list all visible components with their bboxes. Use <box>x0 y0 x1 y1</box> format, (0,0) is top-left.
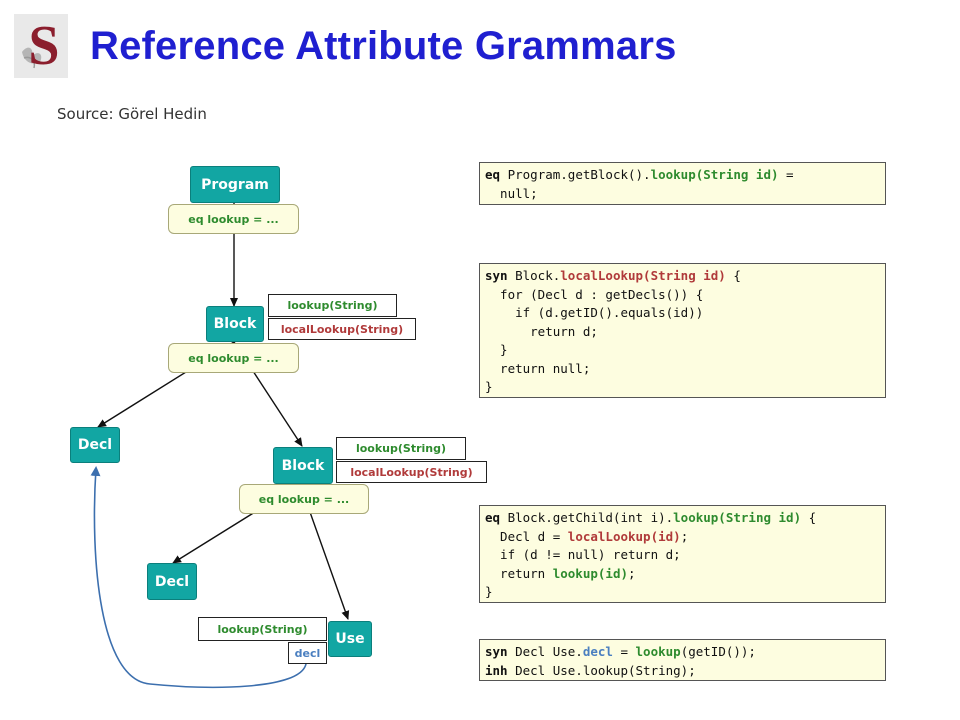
code-box-block-locallookup: syn Block.localLookup(String id) { for (… <box>479 263 886 398</box>
code-line: syn Decl Use.decl = lookup(getID()); <box>485 644 756 659</box>
code-line: } <box>485 342 508 357</box>
code-line: eq Block.getChild(int i).lookup(String i… <box>485 510 817 525</box>
use-lookup-attr: lookup(String) <box>198 617 327 641</box>
code-line: null; <box>485 185 538 201</box>
code-box-block-getchild: eq Block.getChild(int i).lookup(String i… <box>479 505 886 603</box>
code-line: return null; <box>485 360 591 376</box>
block2-lookup-attr: lookup(String) <box>336 437 466 460</box>
decl1-node: Decl <box>70 427 120 463</box>
code-line: eq Program.getBlock().lookup(String id) … <box>485 167 794 182</box>
code-line: if (d != null) return d; <box>485 547 681 562</box>
decl2-node: Decl <box>147 563 197 600</box>
decl-reference-arrow <box>90 466 307 689</box>
block2-node: Block <box>273 447 333 484</box>
use-node: Use <box>328 621 372 657</box>
source-credit: Source: Görel Hedin <box>57 105 207 123</box>
code-box-program-lookup: eq Program.getBlock().lookup(String id) … <box>479 162 886 205</box>
code-line: } <box>485 379 493 394</box>
code-line: syn Block.localLookup(String id) { <box>485 268 741 283</box>
block2-locallookup-attr: localLookup(String) <box>336 461 487 483</box>
code-line: } <box>485 584 493 599</box>
program-equation: eq lookup = ... <box>168 204 299 234</box>
code-line: return d; <box>485 323 598 339</box>
logo-letter: S <box>28 15 59 77</box>
code-line: return lookup(id); <box>485 565 636 581</box>
code-line: Decl d = localLookup(id); <box>485 528 689 544</box>
code-line: if (d.getID().equals(id)) <box>485 305 704 320</box>
block2-equation: eq lookup = ... <box>239 484 369 514</box>
use-decl-attr: decl <box>288 642 327 664</box>
code-box-use-decl: syn Decl Use.decl = lookup(getID()); inh … <box>479 639 886 681</box>
code-line: for (Decl d : getDecls()) { <box>485 286 704 302</box>
code-line: inh Decl Use.lookup(String); <box>485 662 696 678</box>
block1-node: Block <box>206 306 264 342</box>
university-logo: S <box>14 14 68 78</box>
slide-title: Reference Attribute Grammars <box>90 24 677 68</box>
program-node: Program <box>190 166 280 203</box>
block1-lookup-attr: lookup(String) <box>268 294 397 317</box>
block1-locallookup-attr: localLookup(String) <box>268 318 416 340</box>
block1-equation: eq lookup = ... <box>168 343 299 373</box>
